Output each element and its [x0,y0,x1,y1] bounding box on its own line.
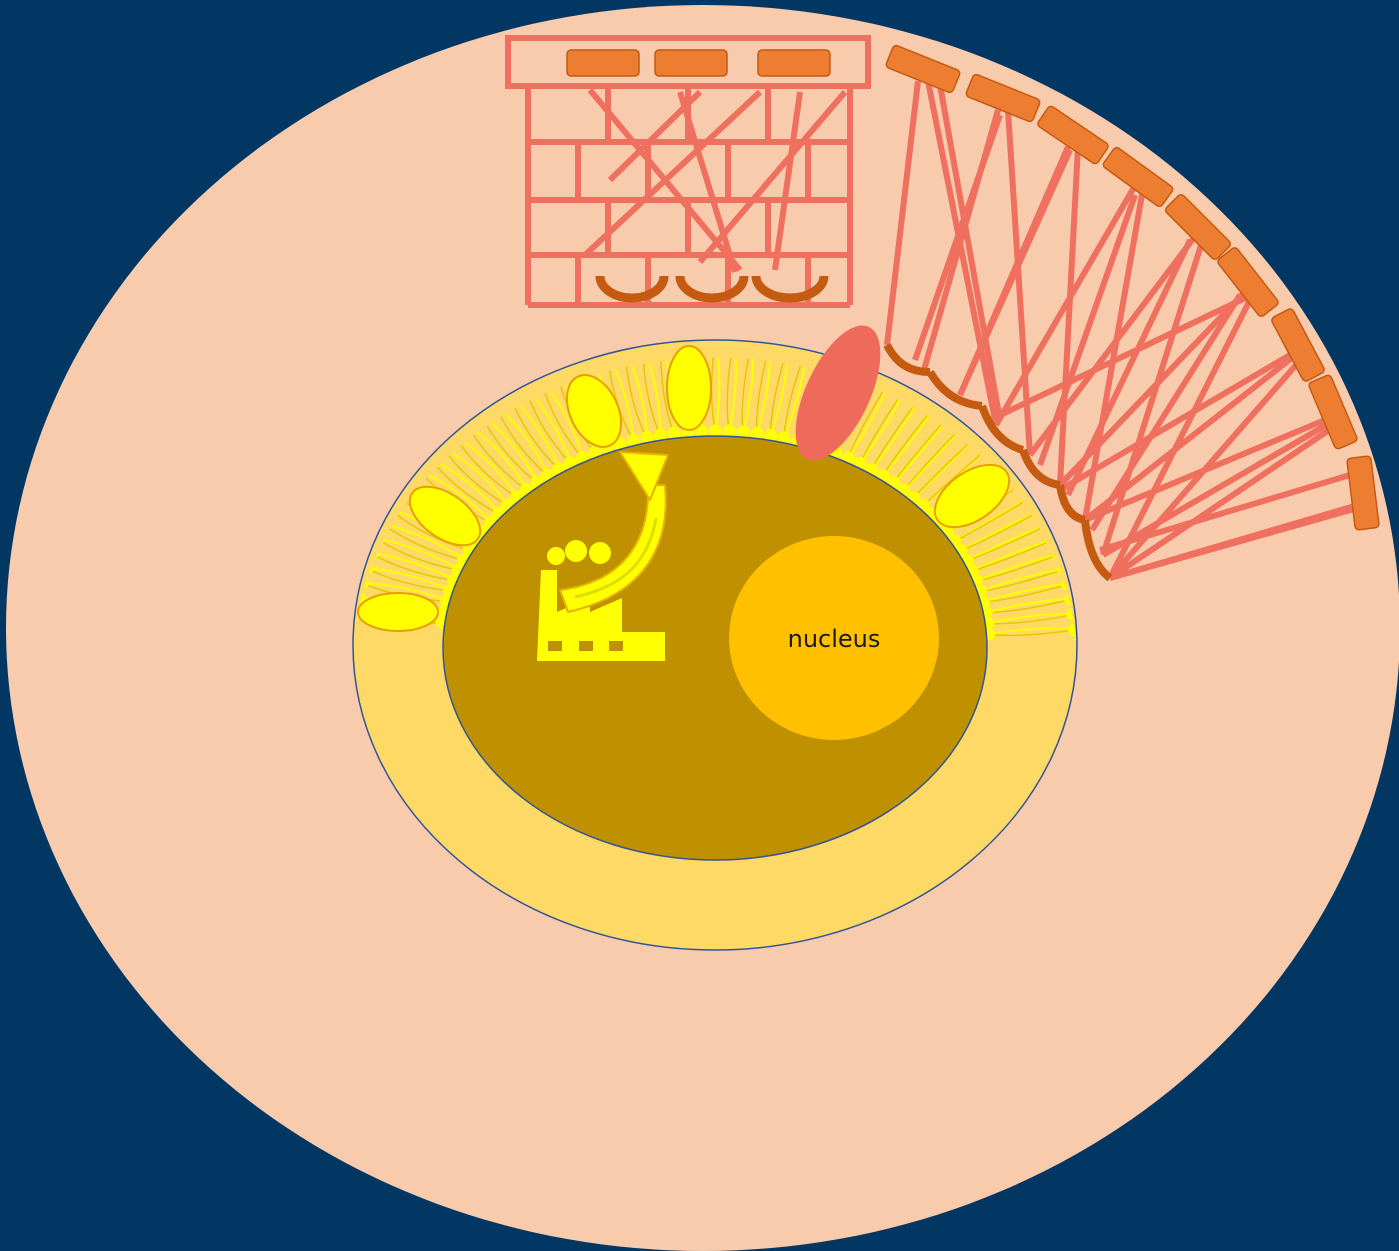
nucleus-label: nucleus [788,625,881,653]
plate-block [655,50,727,76]
membrane-protein [667,346,711,430]
nucleus-group: nucleus [729,536,939,740]
plate-block [567,50,639,76]
plate-block [758,50,830,76]
membrane-protein [358,593,438,631]
